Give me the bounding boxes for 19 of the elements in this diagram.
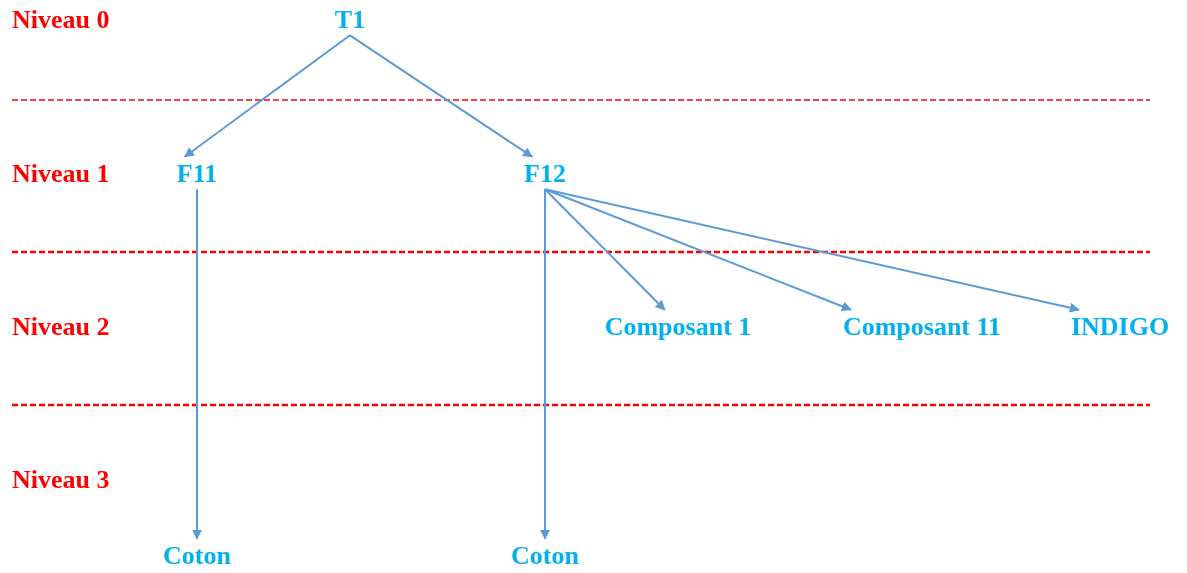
node-label: Coton [163, 541, 231, 571]
level-label: Niveau 2 [12, 312, 110, 342]
level-label: Niveau 3 [12, 465, 110, 495]
level-label: Niveau 0 [12, 5, 110, 35]
node-label: INDIGO [1070, 312, 1170, 342]
node-label: F12 [524, 159, 566, 189]
arrow [349, 34, 534, 158]
level-label: Niveau 1 [12, 159, 110, 189]
arrow [544, 188, 666, 311]
arrow [192, 188, 202, 540]
node-label: Coton [511, 541, 579, 571]
arrow [540, 188, 550, 540]
node-label: Composant 11 [842, 312, 1002, 342]
arrow [183, 34, 351, 158]
node-label: T1 [334, 5, 366, 35]
node-label: F11 [176, 159, 218, 189]
node-label: Composant 1 [604, 312, 752, 342]
arrow [544, 188, 852, 312]
arrow [544, 188, 1080, 313]
